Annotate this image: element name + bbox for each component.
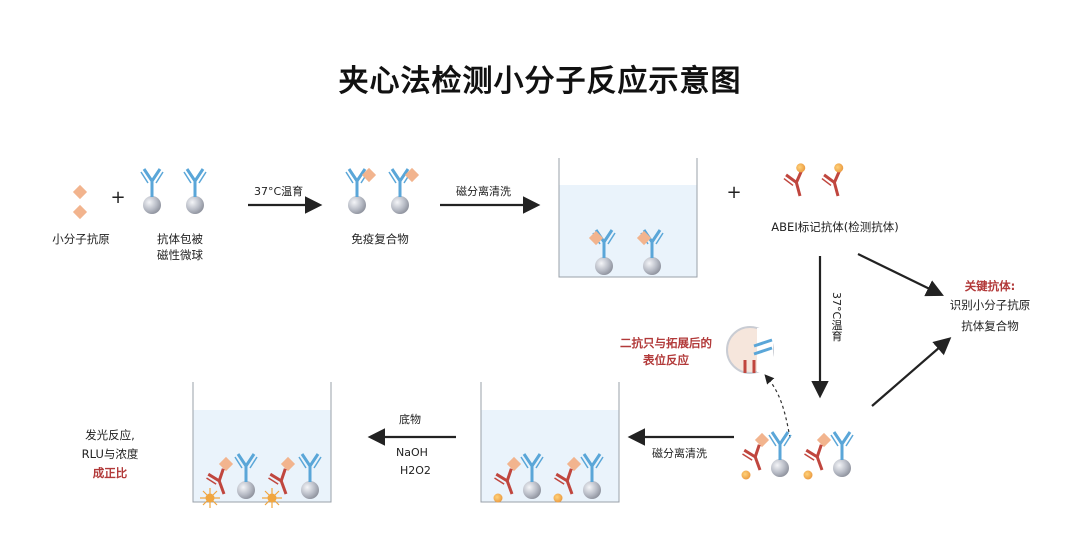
label-small-molecule-antigen: 小分子抗原 (52, 232, 110, 246)
label-substrate: 底物 (399, 413, 421, 426)
abei-antibody-icon (781, 163, 848, 201)
epitope-magnifier-icon (726, 326, 774, 374)
reaction-well-3 (192, 382, 332, 508)
plus-sign-1: + (110, 187, 126, 208)
reaction-well-1 (558, 158, 698, 278)
light-emission-icon (262, 488, 282, 508)
small-molecule-antigen-icon (72, 184, 88, 220)
arrow-key-2 (871, 337, 952, 407)
coated-bead-icon (141, 169, 206, 214)
label-coated-beads-1: 抗体包被 (157, 232, 203, 246)
label-incubate-2: 37°C温育 (830, 292, 843, 342)
label-mag-wash-2: 磁分离清洗 (652, 447, 707, 460)
sandwich-complex-icon (739, 432, 853, 480)
label-abei-antibody: ABEI标记抗体(检测抗体) (771, 220, 899, 234)
label-epitope-2: 表位反应 (643, 353, 689, 367)
label-key-antibody-title: 关键抗体: (964, 279, 1016, 293)
label-immune-complex: 免疫复合物 (351, 232, 409, 246)
label-coated-beads-2: 磁性微球 (157, 248, 203, 262)
reaction-well-2 (480, 382, 620, 503)
plus-sign-2: + (726, 182, 742, 203)
immune-complex-icon (346, 167, 420, 214)
label-mag-wash-1: 磁分离清洗 (456, 185, 511, 198)
light-emission-icon (200, 488, 220, 508)
label-luminescence-3: 成正比 (92, 466, 128, 480)
label-h2o2: H2O2 (400, 464, 431, 477)
arrow-zoom (764, 374, 791, 439)
label-epitope-1: 二抗只与拓展后的 (620, 336, 712, 350)
label-naoh: NaOH (396, 446, 428, 459)
label-incubate-1: 37°C温育 (254, 185, 304, 198)
label-key-antibody-3: 抗体复合物 (961, 319, 1019, 333)
label-luminescence-1: 发光反应, (85, 428, 135, 442)
page-title: 夹心法检测小分子反应示意图 (338, 64, 742, 99)
label-key-antibody-2: 识别小分子抗原 (949, 298, 1031, 312)
arrow-key-1 (857, 253, 944, 297)
label-luminescence-2: RLU与浓度 (81, 447, 139, 461)
